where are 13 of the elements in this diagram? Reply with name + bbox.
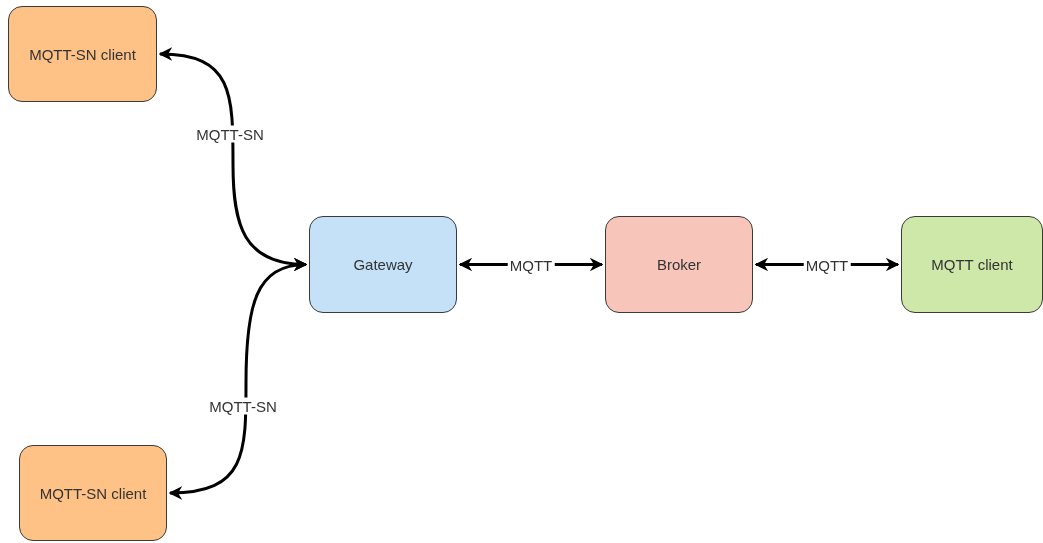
- process-box: [901, 216, 1043, 313]
- process-box: [605, 216, 753, 313]
- double-arrow: [168, 258, 308, 500]
- edge-label: MQTT-SN: [207, 397, 279, 415]
- node-label: Broker: [656, 256, 702, 273]
- node-label: MQTT-SN client: [29, 45, 136, 63]
- node-label: MQTT client: [931, 256, 1013, 273]
- process-box: [19, 445, 167, 541]
- process-box: [309, 216, 457, 313]
- edge-label: MQTT-SN: [194, 125, 266, 143]
- node-label: MQTT-SN client: [39, 484, 147, 502]
- node-label: Gateway: [353, 256, 413, 273]
- process-box: [8, 6, 157, 102]
